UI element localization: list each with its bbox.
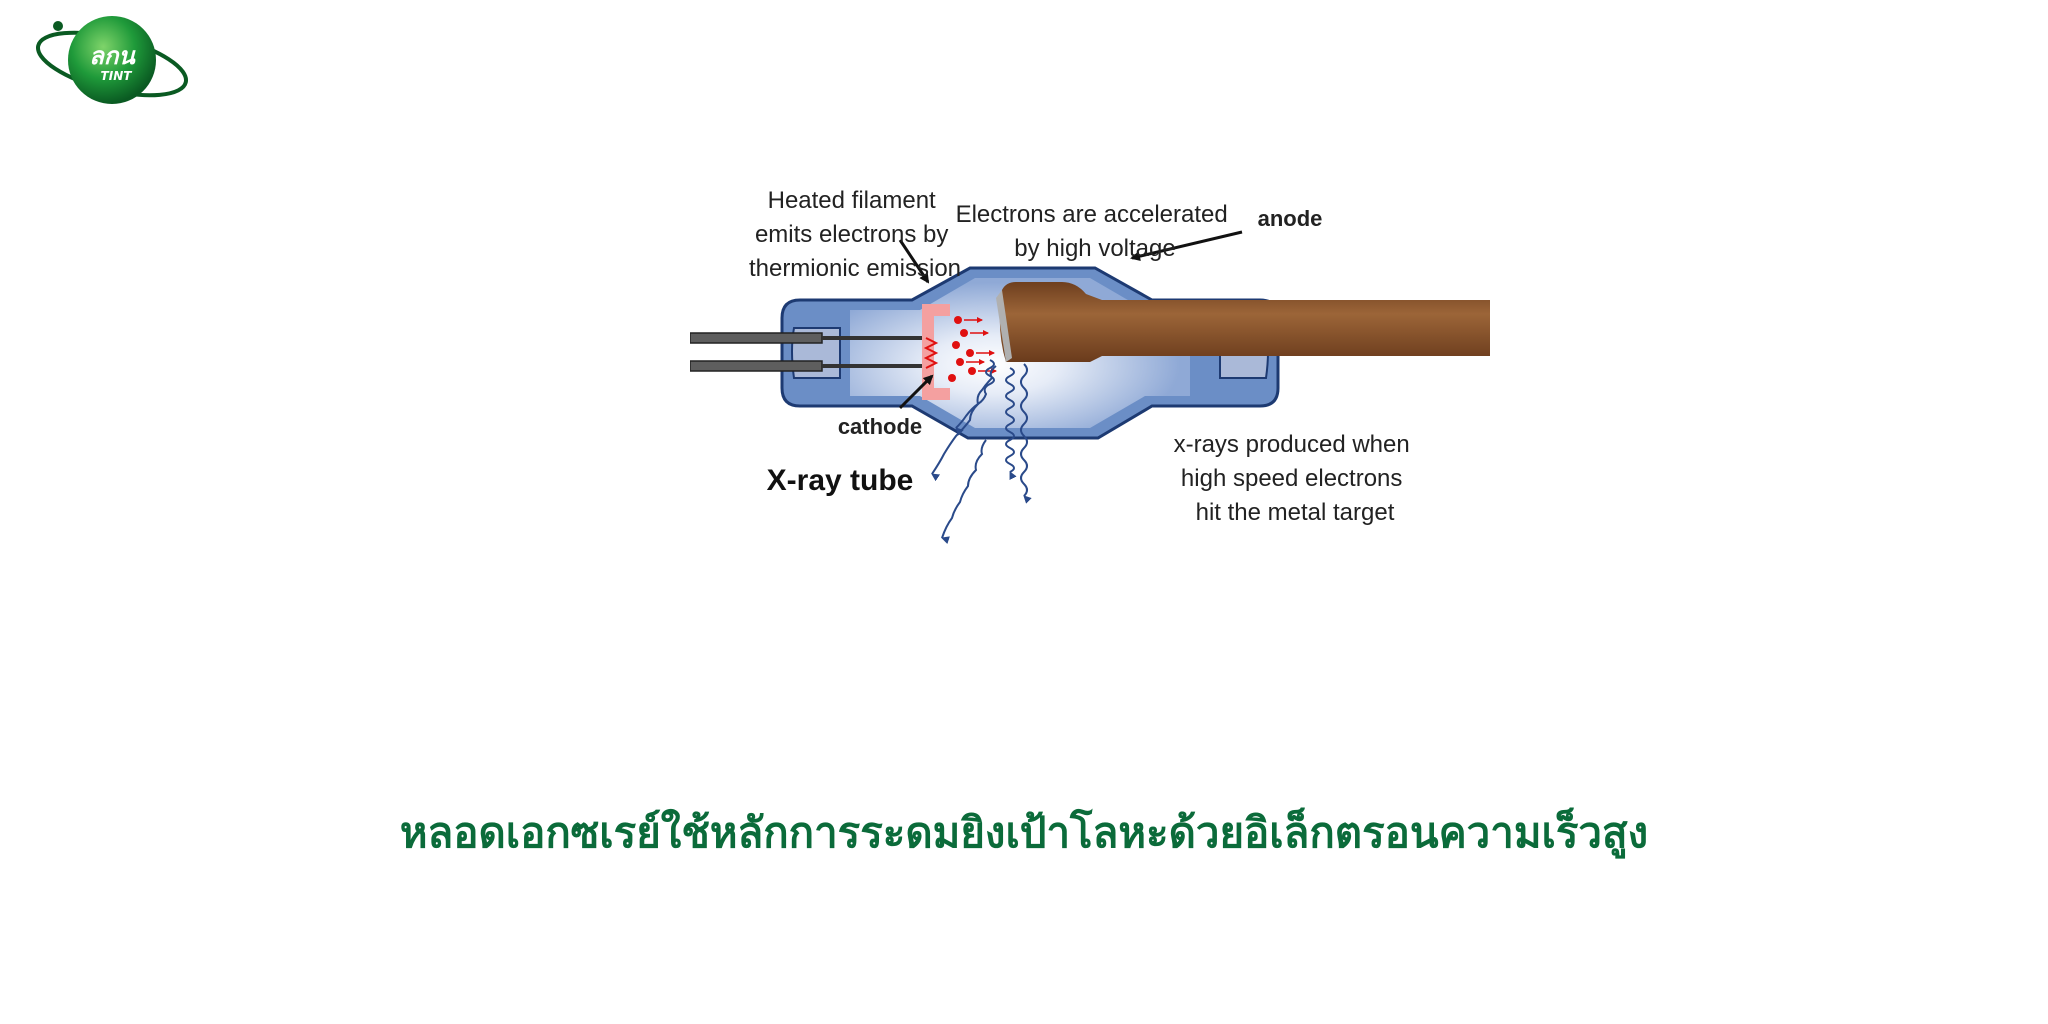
label-xrays: x-rays produced when high speed electron… xyxy=(1174,431,1417,526)
label-anode: anode xyxy=(1258,206,1323,231)
diagram-title: X-ray tube xyxy=(767,464,914,497)
annotation-arrows xyxy=(898,230,1243,410)
logo-text-main: ลกน xyxy=(89,42,136,70)
caption: หลอดเอกซเรย์ใช้หลักการระดมยิงเป้าโลหะด้ว… xyxy=(399,808,1649,857)
anode xyxy=(999,282,1490,362)
logo-text-sub: TINT xyxy=(101,69,133,83)
label-cathode: cathode xyxy=(838,414,922,439)
electrons xyxy=(948,316,976,382)
lead-wire-top xyxy=(690,332,823,344)
electron-arrows xyxy=(964,317,997,374)
logo: ลกน TINT xyxy=(35,16,189,104)
label-filament: Heated filament emits electrons by therm… xyxy=(749,190,961,282)
logo-dot xyxy=(53,21,63,31)
anode-target-face xyxy=(996,290,1012,362)
filament xyxy=(923,337,939,369)
lead-wire-bottom xyxy=(690,360,823,372)
xray-waves xyxy=(931,359,1032,545)
label-accelerated: Electrons are accelerated by high voltag… xyxy=(956,201,1235,262)
logo-globe xyxy=(68,16,156,104)
xray-tube-diagram: Heated filament emits electrons by therm… xyxy=(690,190,1490,545)
